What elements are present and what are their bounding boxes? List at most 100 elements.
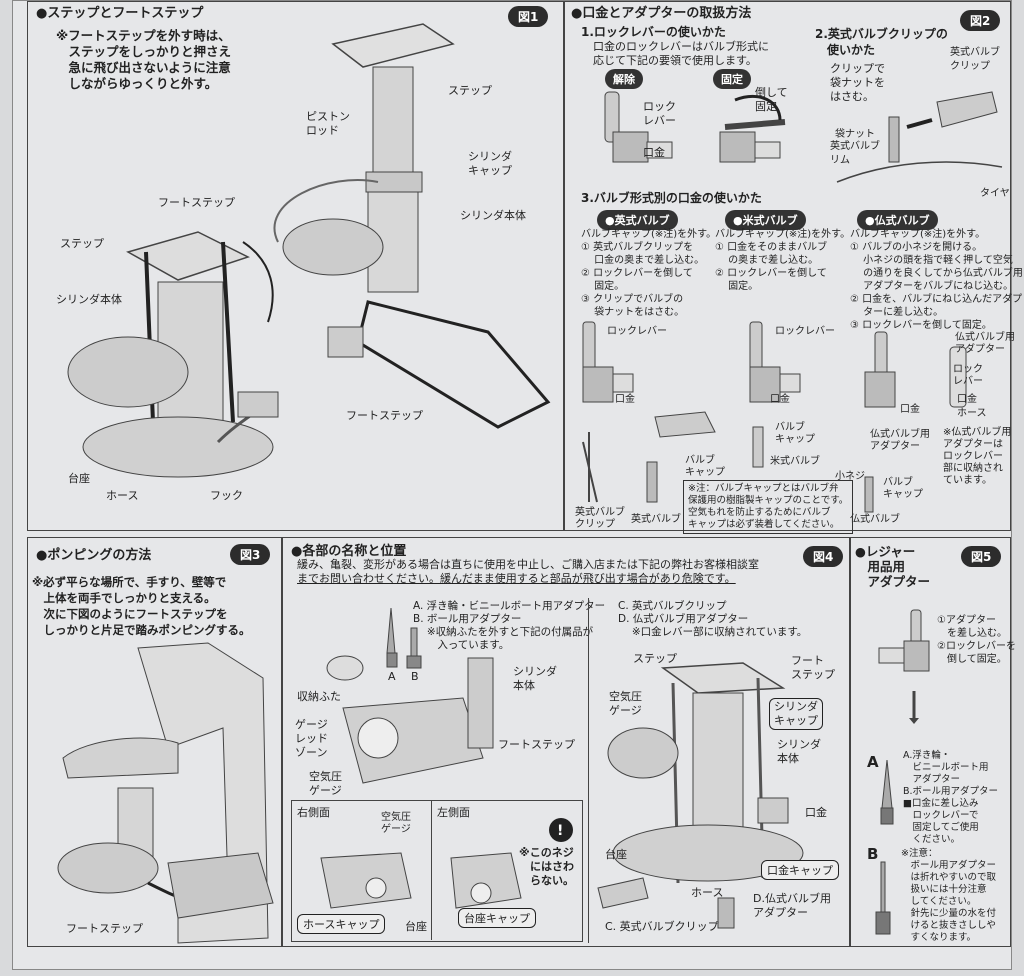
label-cylinder-cap: シリンダ キャップ — [769, 698, 823, 730]
adapter-a-text: A.浮き輪・ ビニールボート用 アダプター B.ボール用アダプター ■口金に差し… — [903, 750, 999, 845]
valve-text-eng: バルブキャップ(※注)を外す。 ① 英式バルブクリップを 口金の奥まで差し込む。… — [581, 229, 717, 318]
label-piston-rod: ピストン ロッド — [306, 110, 350, 137]
divider-vertical — [588, 598, 589, 943]
hose-cap-box: ホースキャップ — [297, 914, 386, 934]
fr-adapter-note: ※仏式バルブ用 アダプターは ロックレバー 部に収納され ています。 — [943, 427, 1012, 486]
warning-line-2: までお問い合わせください。緩んだまま使用すると部品が飛び出す場合があり危険です。 — [297, 572, 736, 585]
label-hose-2: ホース — [691, 886, 724, 899]
label-kuchigane: 口金 — [643, 146, 665, 159]
panel-title: ●各部の名称と位置 — [291, 544, 407, 559]
figure-badge: 図4 — [803, 546, 844, 567]
clip-illustration — [836, 91, 1003, 183]
label-lock-lever-us: ロックレバー — [775, 326, 835, 337]
panel-title: ●レジャー 用品用 アダプター — [855, 544, 931, 589]
label-step-left: ステップ — [60, 237, 104, 250]
adapter-b-icon — [875, 861, 891, 935]
label-b: B — [411, 670, 419, 683]
adapter-b-text: ※注意： ボール用アダプター は折れやすいので取 扱いには十分注意 してください… — [901, 848, 997, 943]
label-lock-lever: ロック レバー — [643, 100, 676, 127]
label-hook: フック — [210, 489, 243, 502]
valve-illustrations — [582, 321, 967, 513]
release-pill: 解除 — [605, 69, 643, 89]
warning-line-1: 緩み、亀裂、変形がある場合は直ちに使用を中止し、ご購入店または下記の弊社お客様相… — [297, 558, 759, 571]
valve-name-fr: ●仏式バルブ — [857, 210, 938, 230]
fix-pill: 固定 — [713, 69, 751, 89]
lever-illustration — [604, 91, 786, 163]
label-base-2: 台座 — [605, 848, 627, 861]
label-fix-note: 倒して 固定 — [755, 86, 788, 113]
adapter-a-mark: A — [867, 753, 879, 771]
label-air-gauge-3: 空気圧 ゲージ — [609, 690, 642, 717]
label-cylinder-body-2: シリンダ 本体 — [777, 738, 821, 765]
figure-badge: 図1 — [508, 6, 549, 27]
label-fr-adapter-top: 仏式バルブ用 アダプター — [955, 332, 1015, 355]
label-kuchigane-fr: 口金 — [900, 404, 920, 415]
kuchigane-cap-box: 口金キャップ — [761, 860, 839, 880]
adapter-insert-illustration — [878, 609, 930, 724]
base-cap-box: 台座キャップ — [458, 908, 536, 928]
panel-kuchigane-adapter: ●口金とアダプターの取扱方法 図2 1.ロックレバーの使いかた 口金のロックレバ… — [564, 1, 1023, 534]
caution-note: ※フートステップを外す時は、 ステップをしっかりと押さえ 急に飛び出さないように… — [56, 28, 232, 91]
panel-step-footstep: ●ステップとフートステップ 図1 ※フートステップを外す時は、 ステップをしっか… — [27, 1, 564, 531]
label-fr-adapter: 仏式バルブ用 アダプター — [870, 429, 930, 452]
label-foot-step-2: フート ステップ — [791, 654, 835, 681]
pump-parts-illustration — [597, 662, 804, 929]
label-kuchigane: 口金 — [805, 806, 827, 819]
label-tire: タイヤ — [980, 188, 1010, 199]
valve-name-eng: ●英式バルブ — [597, 210, 678, 230]
label-valve-cap-fr: バルブ キャップ — [883, 477, 923, 500]
figure-badge: 図5 — [961, 546, 1002, 567]
valve-text-fr: バルブキャップ(※注)を外す。 ① バルブの小ネジを開ける。 小ネジの頭を指で軽… — [850, 229, 1023, 331]
adapter-steps: ①アダプター を差し込む。 ②ロックレバーを 倒して固定。 — [937, 615, 1016, 665]
label-valve-cap-eng: バルブ キャップ — [685, 455, 725, 478]
label-left-side: 左側面 — [437, 806, 470, 819]
label-nut: 袋ナット — [835, 129, 875, 140]
figure-badge: 図3 — [230, 544, 271, 565]
adapter-b-mark: B — [867, 845, 879, 863]
label-air-gauge-side: 空気圧 ゲージ — [381, 812, 411, 835]
side-views: ! — [320, 818, 573, 909]
label-eng-valve: 英式バルブ — [631, 514, 681, 525]
label-eng-valve-clip: 英式バルブ クリップ — [575, 507, 625, 530]
label-right-side: 右側面 — [297, 806, 330, 819]
label-hose-fr: ホース — [957, 408, 987, 419]
label-lever-fr: ロック レバー — [953, 364, 983, 387]
label-fr-valve: 仏式バルブ — [850, 514, 900, 525]
label-air-gauge: 空気圧 ゲージ — [309, 770, 342, 797]
parts-list-right: C. 英式バルブクリップ D. 仏式バルブ用アダプター ※口金レバー部に収納され… — [618, 600, 808, 638]
valve-cap-note: ※注：バルブキャップとはバルブ弁 保護用の樹脂製キャップのことです。 空気もれを… — [683, 480, 854, 534]
section-2-text: クリップで 袋ナットを はさむ。 — [830, 62, 885, 103]
screw-note: ※このネジ にはさわ らない。 — [519, 846, 574, 887]
label-hose: ホース — [106, 489, 139, 502]
panel-leisure-adapter: ●レジャー 用品用 アダプター 図5 ①アダプター を差し込む。 ②ロックレバー… — [850, 537, 1016, 947]
panel-title: ●ステップとフートステップ — [36, 6, 204, 21]
label-c-clip: C. 英式バルブクリップ — [605, 920, 719, 933]
label-us-valve: 米式バルブ — [770, 456, 820, 467]
label-foot-step-left: フートステップ — [158, 196, 235, 209]
panel-parts: ●各部の名称と位置 図4 緩み、亀裂、変形がある場合は直ちに使用を中止し、ご購入… — [282, 537, 850, 947]
label-small-screw: 小ネジ — [835, 471, 865, 482]
pump-illustration-left — [67, 231, 279, 478]
label-kuchigane-eng: 口金 — [615, 394, 635, 405]
valve-text-us: バルブキャップ(※注)を外す。 ① 口金をそのままバルブ の奥まで差し込む。 ②… — [715, 229, 851, 292]
label-step: ステップ — [633, 652, 677, 665]
label-step-top: ステップ — [448, 84, 492, 97]
adapter-a-icon — [880, 759, 894, 825]
label-cylinder-body-right: シリンダ本体 — [460, 209, 526, 222]
label-foot-step-right: フートステップ — [346, 409, 423, 422]
label-eng-valve-rim: 英式バルブ リム — [830, 141, 880, 166]
svg-text:!: ! — [557, 823, 563, 839]
label-clip: 英式バルブ クリップ — [950, 47, 1000, 72]
label-storage-lid: 収納ふた — [297, 690, 341, 703]
pumping-note: ※必ず平らな場所で、手すり、壁等で 上体を両手でしっかりと支える。 次に下図のよ… — [32, 575, 251, 637]
label-lock-lever-eng: ロックレバー — [607, 326, 667, 337]
label-foot-step: フートステップ — [498, 738, 575, 751]
section-1-title: 1.ロックレバーの使いかた — [581, 25, 726, 39]
label-kuchigane-fr2: 口金 — [957, 394, 977, 405]
section-2-title: 2.英式バルブクリップの 使いかた — [815, 27, 948, 57]
label-kuchigane-us: 口金 — [770, 394, 790, 405]
label-valve-cap-us: バルブ キャップ — [775, 422, 815, 445]
panel-title: ●ポンピングの方法 — [36, 548, 152, 563]
pump-illustration-right — [273, 23, 551, 429]
label-a: A — [388, 670, 396, 683]
